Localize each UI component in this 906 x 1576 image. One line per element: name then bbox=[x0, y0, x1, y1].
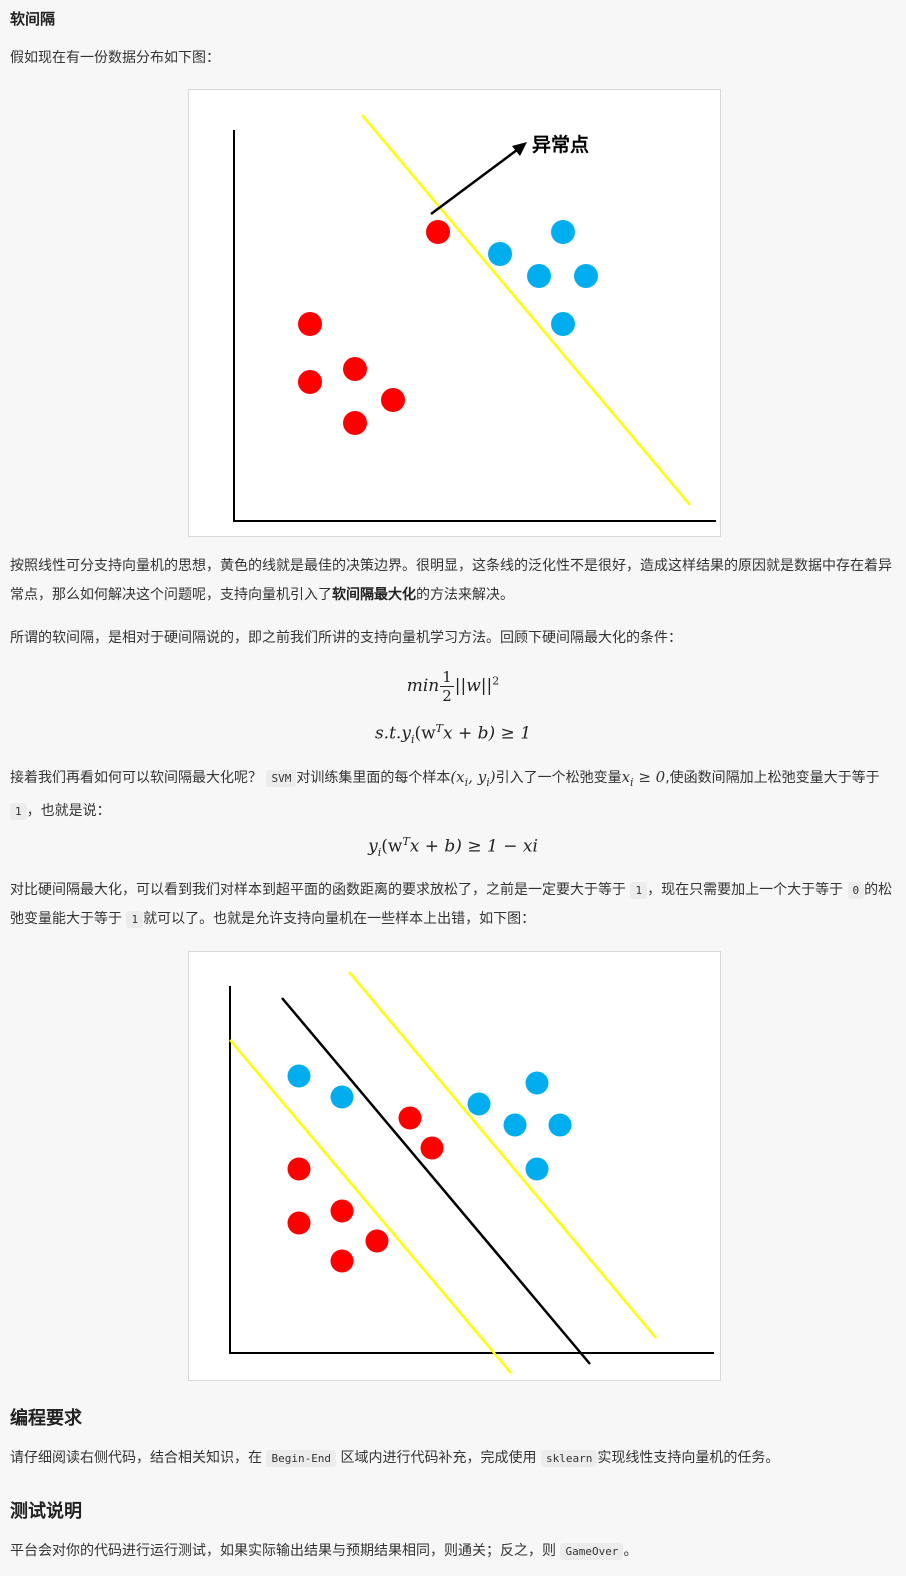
p3-d: ,使函数间隔加上松弛变量大于等于 bbox=[665, 770, 880, 786]
margin-line-upper bbox=[348, 971, 657, 1339]
section-title: 软间隔 bbox=[10, 10, 56, 28]
p3-e: ，也就是说： bbox=[26, 803, 111, 819]
blue-point bbox=[467, 1092, 491, 1116]
p3-a: 接着我们再看如何可以软间隔最大化呢？ bbox=[10, 770, 262, 786]
red-point bbox=[287, 1211, 311, 1235]
formula-soft-constraint: yi(wTx + b) ≥ 1 − xi bbox=[0, 835, 906, 859]
paragraph-test: 平台会对你的代码进行运行测试，如果实际输出结果与预期结果相同，则通关；反之，则 … bbox=[10, 1537, 894, 1566]
blue-point bbox=[330, 1085, 354, 1109]
figure-outlier: 异常点 bbox=[188, 89, 721, 537]
red-point bbox=[398, 1106, 422, 1130]
figure-soft-margin bbox=[188, 951, 721, 1381]
heading-programming-requirements: 编程要求 bbox=[10, 1408, 82, 1429]
paragraph-decision-boundary: 按照线性可分支持向量机的思想，黄色的线就是最佳的决策边界。很明显，这条线的泛化性… bbox=[10, 552, 894, 610]
blue-point bbox=[527, 264, 551, 288]
intro-text: 假如现在有一份数据分布如下图： bbox=[10, 50, 220, 66]
formula-norm: ||w|| bbox=[454, 676, 493, 696]
figure-soft-margin-svg bbox=[229, 971, 714, 1374]
f2-lp: (w bbox=[414, 723, 436, 744]
code-one-b: 1 bbox=[126, 911, 144, 928]
code-one: 1 bbox=[10, 803, 27, 820]
code-begin-end: Begin-End bbox=[266, 1450, 337, 1467]
p6-a: 平台会对你的代码进行运行测试，如果实际输出结果与预期结果相同，则通关；反之，则 bbox=[10, 1543, 556, 1559]
f3-y: y bbox=[368, 836, 378, 857]
p3-c: 引入了一个松弛变量 bbox=[495, 770, 622, 786]
code-one-a: 1 bbox=[630, 882, 648, 899]
p3-b: 对训练集里面的每个样本 bbox=[296, 770, 451, 786]
f3-lp: (w bbox=[381, 836, 403, 857]
blue-point bbox=[551, 312, 575, 336]
blue-point bbox=[525, 1071, 549, 1095]
p4-a: 对比硬间隔最大化，可以看到我们对样本到超平面的函数距离的要求放松了，之前是一定要… bbox=[10, 882, 626, 898]
code-gameover: GameOver bbox=[560, 1543, 624, 1560]
f2-sub: i bbox=[410, 733, 415, 747]
f2-rest: x + b) ≥ 1 bbox=[443, 723, 532, 744]
blue-point bbox=[574, 264, 598, 288]
blue-point bbox=[488, 242, 512, 266]
red-point bbox=[287, 1157, 311, 1181]
para1-bold: 软间隔最大化 bbox=[332, 587, 416, 603]
math-xi: xi ≥ 0 bbox=[621, 768, 666, 789]
paragraph-requirements: 请仔细阅读右侧代码，结合相关知识，在 Begin-End 区域内进行代码补充，完… bbox=[10, 1444, 894, 1473]
red-point bbox=[365, 1229, 389, 1253]
figure-outlier-svg: 异常点 bbox=[233, 114, 716, 522]
f3-rest: x + b) ≥ 1 − xi bbox=[409, 836, 538, 857]
f2-T: T bbox=[435, 722, 443, 735]
arrow-head bbox=[512, 142, 527, 156]
f3-T: T bbox=[402, 835, 410, 848]
red-point bbox=[343, 411, 367, 435]
outlier-label: 异常点 bbox=[532, 133, 589, 156]
blue-point bbox=[551, 220, 575, 244]
decision-boundary-line bbox=[361, 114, 691, 506]
margin-line-lower bbox=[229, 1039, 512, 1374]
formula-min-op: min bbox=[406, 676, 440, 696]
para1-text-b: 的方法来解决。 bbox=[416, 587, 514, 603]
paragraph-comparison: 对比硬间隔最大化，可以看到我们对样本到超平面的函数距离的要求放松了，之前是一定要… bbox=[10, 876, 894, 934]
hyperplane-line bbox=[281, 997, 591, 1365]
blue-point bbox=[525, 1157, 549, 1181]
st-label: s.t. bbox=[374, 723, 402, 744]
paragraph-soft-margin-def: 所谓的软间隔，是相对于硬间隔说的，即之前我们所讲的支持向量机学习方法。回顾下硬间… bbox=[10, 630, 682, 646]
red-point bbox=[330, 1199, 354, 1223]
red-point bbox=[420, 1136, 444, 1160]
red-point bbox=[298, 312, 322, 336]
p6-b: 。 bbox=[623, 1543, 638, 1559]
blue-point bbox=[503, 1113, 527, 1137]
blue-point bbox=[287, 1064, 311, 1088]
para1-text-a: 按照线性可分支持向量机的思想，黄色的线就是最佳的决策边界。很明显，这条线的泛化性… bbox=[10, 558, 892, 603]
frac-num: 1 bbox=[440, 668, 454, 687]
red-point bbox=[381, 388, 405, 412]
red-point bbox=[343, 357, 367, 381]
code-zero: 0 bbox=[847, 882, 865, 899]
p4-d: 就可以了。也就是允许支持向量机在一些样本上出错，如下图： bbox=[143, 911, 536, 927]
frac-den: 2 bbox=[442, 687, 452, 705]
p5-a: 请仔细阅读右侧代码，结合相关知识，在 bbox=[10, 1450, 262, 1466]
formula-constraint: s.t.yi(wTx + b) ≥ 1 bbox=[0, 722, 906, 746]
red-point bbox=[426, 220, 450, 244]
p5-b: 区域内进行代码补充，完成使用 bbox=[340, 1450, 537, 1466]
f2-y: y bbox=[401, 723, 411, 744]
f3-sub: i bbox=[377, 846, 382, 860]
p4-c: 的松弛变量能大于等于 bbox=[10, 882, 893, 927]
red-point bbox=[298, 370, 322, 394]
formula-exp: 2 bbox=[492, 674, 500, 688]
code-svm: SVM bbox=[266, 770, 297, 787]
red-point bbox=[330, 1249, 354, 1273]
math-xy: (xi, yi) bbox=[450, 768, 496, 789]
p5-c: 实现线性支持向量机的任务。 bbox=[597, 1450, 780, 1466]
annotation-arrow bbox=[430, 145, 522, 216]
heading-test-description: 测试说明 bbox=[10, 1501, 82, 1522]
p4-b: ，现在只需要加上一个大于等于 bbox=[647, 882, 844, 898]
code-sklearn: sklearn bbox=[540, 1450, 598, 1467]
blue-point bbox=[548, 1113, 572, 1137]
